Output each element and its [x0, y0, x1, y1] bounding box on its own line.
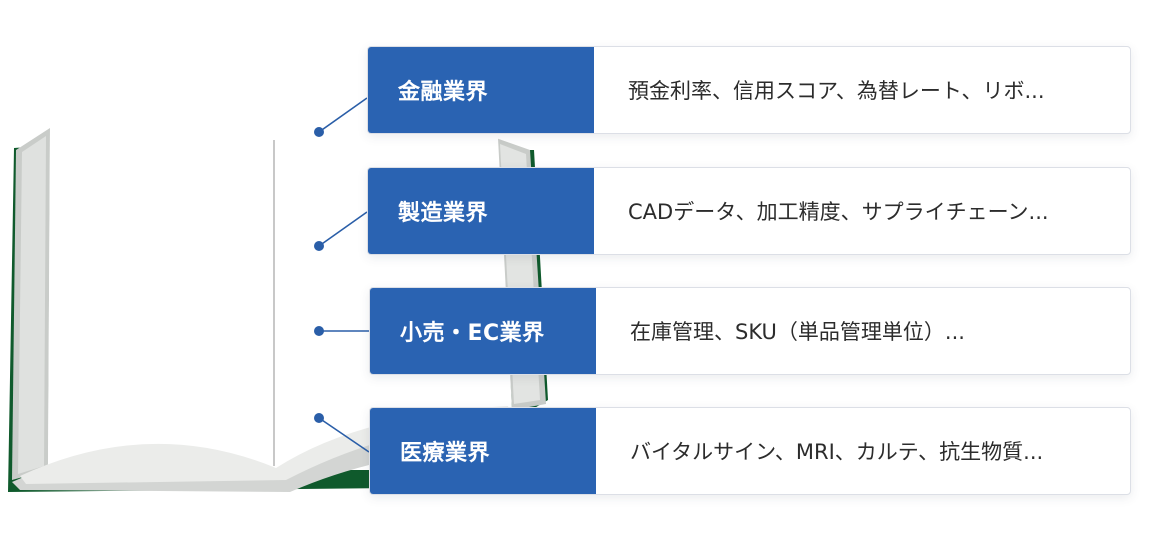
industry-label: 小売・EC業界	[370, 288, 596, 374]
connectors	[314, 97, 370, 453]
industry-description: バイタルサイン、MRI、カルテ、抗生物質...	[630, 440, 1044, 464]
connector-dot-1	[314, 241, 324, 251]
connector-dot-2	[314, 326, 324, 336]
connector-line-1	[318, 211, 368, 247]
connector-line-0	[318, 97, 368, 133]
connector-dot-0	[314, 127, 324, 137]
industry-description: 在庫管理、SKU（単品管理単位）...	[630, 320, 965, 344]
industry-description: 預金利率、信用スコア、為替レート、リボ...	[628, 79, 1045, 103]
industry-card-manufacturing: 製造業界 CADデータ、加工精度、サプライチェーン...	[367, 167, 1131, 255]
connector-dot-3	[314, 413, 324, 423]
industry-card-finance: 金融業界 預金利率、信用スコア、為替レート、リボ...	[367, 46, 1131, 134]
connector-line-3	[318, 417, 370, 453]
book-left-page	[48, 124, 274, 470]
industry-card-medical: 医療業界 バイタルサイン、MRI、カルテ、抗生物質...	[369, 407, 1131, 495]
industry-description: CADデータ、加工精度、サプライチェーン...	[628, 200, 1049, 224]
industry-card-retail-ec: 小売・EC業界 在庫管理、SKU（単品管理単位）...	[369, 287, 1131, 375]
industry-label: 製造業界	[368, 168, 594, 254]
industry-label: 医療業界	[370, 408, 596, 494]
industry-label: 金融業界	[368, 47, 594, 133]
